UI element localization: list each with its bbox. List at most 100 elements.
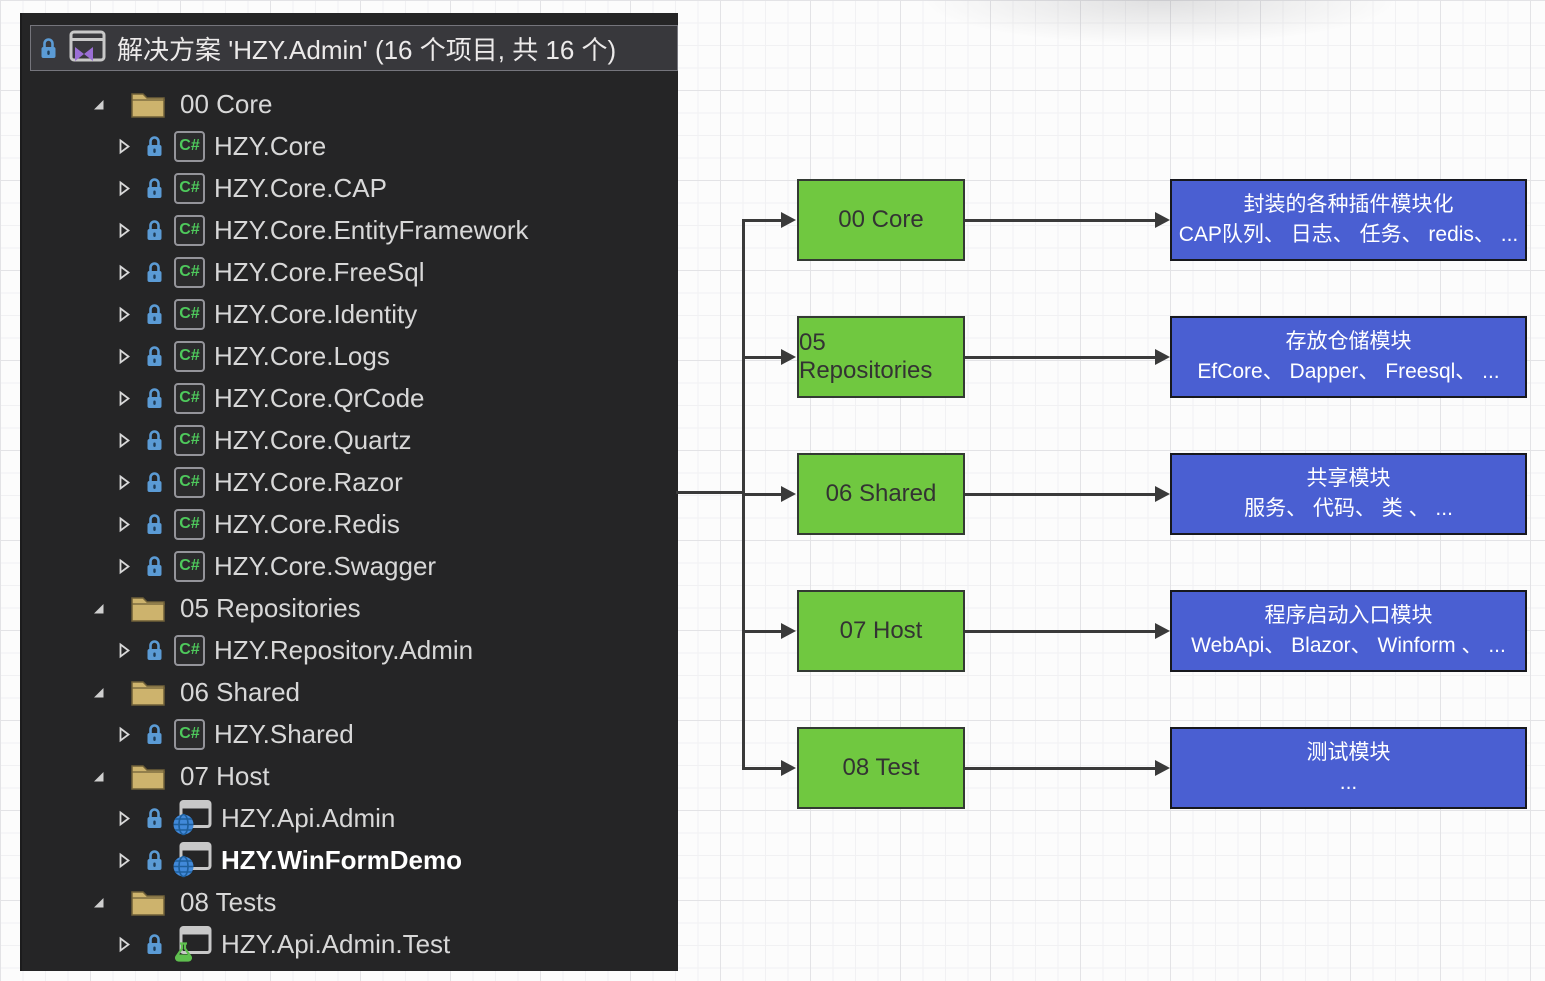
csharp-project-icon: C# (174, 508, 205, 540)
diagram-desc-line: 服务、 代码、 类 、 ... (1244, 497, 1453, 520)
expand-icon[interactable] (114, 936, 134, 953)
csharp-project-icon: C# (174, 634, 205, 666)
web-project-icon (172, 842, 212, 878)
diagram-node-00-core[interactable]: 00 Core (797, 179, 965, 261)
expand-icon[interactable] (114, 852, 134, 869)
expand-icon[interactable] (114, 390, 134, 407)
solution-tree: 00 Core C#HZY.Core C#HZY.Core.CAP C#HZY.… (22, 83, 678, 965)
expand-icon[interactable] (114, 348, 134, 365)
diagram-node-label: 05 Repositories (799, 329, 933, 384)
expand-icon[interactable] (114, 138, 134, 155)
expand-icon[interactable] (114, 306, 134, 323)
expand-icon[interactable] (114, 516, 134, 533)
diagram-node-07-host[interactable]: 07 Host (797, 590, 965, 672)
connector-arrowhead-icon (781, 212, 796, 228)
diagram-node-label: 07 Host (839, 617, 923, 644)
diagram-desc-line: CAP队列、 日志、 任务、 redis、 ... (1178, 223, 1519, 246)
tree-item-07-host[interactable]: 07 Host (22, 755, 678, 797)
lock-icon (145, 639, 164, 662)
expand-icon[interactable] (114, 642, 134, 659)
lock-icon (145, 261, 164, 284)
tree-item-hzy-core-logs[interactable]: C#HZY.Core.Logs (22, 335, 678, 377)
csharp-project-icon: C# (174, 424, 205, 456)
diagram-desc-line: EfCore、 Dapper、 Freesql、 ... (1197, 360, 1500, 383)
tree-item-label: HZY.Core.FreeSql (214, 256, 425, 287)
tree-item-label: 07 Host (180, 760, 270, 791)
collapse-icon[interactable] (88, 685, 108, 700)
tree-item-label: HZY.Core.Identity (214, 298, 418, 329)
solution-title-row[interactable]: 解决方案 'HZY.Admin' (16 个项目, 共 16 个) (30, 25, 678, 71)
tree-item-hzy-core-redis[interactable]: C#HZY.Core.Redis (22, 503, 678, 545)
tree-item-hzy-winformdemo[interactable]: HZY.WinFormDemo (22, 839, 678, 881)
tree-item-hzy-core-freesql[interactable]: C# HZY.Core.FreeSql (22, 251, 678, 293)
tree-item-label: HZY.Core.Swagger (214, 550, 437, 581)
expand-icon[interactable] (114, 726, 134, 743)
test-project-icon (172, 926, 212, 962)
lock-icon (145, 933, 164, 956)
expand-icon[interactable] (114, 474, 134, 491)
collapse-icon[interactable] (88, 97, 108, 112)
tree-item-hzy-api-admin[interactable]: HZY.Api.Admin (22, 797, 678, 839)
folder-icon (130, 593, 166, 623)
tree-item-08-tests[interactable]: 08 Tests (22, 881, 678, 923)
folder-icon (130, 89, 166, 119)
lock-icon (145, 345, 164, 368)
tree-item-hzy-shared[interactable]: C# HZY.Shared (22, 713, 678, 755)
csharp-project-icon: C# (174, 298, 205, 330)
tree-item-05-repositories[interactable]: 05 Repositories (22, 587, 678, 629)
diagram-node-05-repositories[interactable]: 05 Repositories (797, 316, 965, 398)
connector-line (965, 356, 1157, 359)
expand-icon[interactable] (114, 180, 134, 197)
tree-item-label: HZY.Core.Razor (214, 466, 403, 497)
tree-item-label: HZY.Core.CAP (214, 172, 387, 203)
tree-item-label: 05 Repositories (180, 592, 361, 623)
csharp-project-icon: C# (174, 718, 205, 750)
folder-icon (130, 761, 166, 791)
tree-item-label: 06 Shared (180, 676, 300, 707)
tree-item-hzy-repository-admin[interactable]: C# HZY.Repository.Admin (22, 629, 678, 671)
diagram-node-06-shared[interactable]: 06 Shared (797, 453, 965, 535)
diagram-desc-line: ... (1339, 771, 1358, 794)
diagram-desc-08-test[interactable]: 测试模块... (1170, 727, 1527, 809)
tree-item-hzy-core-cap[interactable]: C#HZY.Core.CAP (22, 167, 678, 209)
collapse-icon[interactable] (88, 895, 108, 910)
tree-item-06-shared[interactable]: 06 Shared (22, 671, 678, 713)
csharp-project-icon: C# (174, 340, 205, 372)
expand-icon[interactable] (114, 810, 134, 827)
web-project-icon (172, 800, 212, 836)
tree-item-00-core[interactable]: 00 Core (22, 83, 678, 125)
tree-item-label: HZY.Api.Admin (221, 802, 396, 833)
tree-item-label: HZY.Repository.Admin (214, 634, 474, 665)
tree-item-hzy-core-swagger[interactable]: C# HZY.Core.Swagger (22, 545, 678, 587)
tree-item-label: HZY.Core (214, 130, 327, 161)
tree-item-label: HZY.Shared (214, 718, 354, 749)
tree-item-hzy-core-identity[interactable]: C# HZY.Core.Identity (22, 293, 678, 335)
lock-icon (39, 37, 58, 60)
solution-title-label: 解决方案 'HZY.Admin' (16 个项目, 共 16 个) (117, 34, 617, 65)
lock-icon (145, 387, 164, 410)
expand-icon[interactable] (114, 264, 134, 281)
diagram-desc-line: 程序启动入口模块 (1264, 604, 1433, 627)
expand-icon[interactable] (114, 432, 134, 449)
connector-arrowhead-icon (1155, 212, 1170, 228)
collapse-icon[interactable] (88, 601, 108, 616)
connector-feeder-line (676, 491, 743, 494)
tree-item-hzy-core-entityframework[interactable]: C#HZY.Core.EntityFramework (22, 209, 678, 251)
diagram-node-08-test[interactable]: 08 Test (797, 727, 965, 809)
expand-icon[interactable] (114, 558, 134, 575)
diagram-desc-line: 测试模块 (1306, 741, 1391, 764)
csharp-project-icon: C# (174, 256, 205, 288)
collapse-icon[interactable] (88, 769, 108, 784)
expand-icon[interactable] (114, 222, 134, 239)
diagram-desc-06-shared[interactable]: 共享模块服务、 代码、 类 、 ... (1170, 453, 1527, 535)
tree-item-hzy-core[interactable]: C#HZY.Core (22, 125, 678, 167)
csharp-project-icon: C# (174, 550, 205, 582)
tree-item-hzy-core-qrcode[interactable]: C#HZY.Core.QrCode (22, 377, 678, 419)
tree-item-hzy-core-razor[interactable]: C#HZY.Core.Razor (22, 461, 678, 503)
tree-item-hzy-core-quartz[interactable]: C#HZY.Core.Quartz (22, 419, 678, 461)
lock-icon (145, 513, 164, 536)
tree-item-hzy-api-admin-test[interactable]: HZY.Api.Admin.Test (22, 923, 678, 965)
